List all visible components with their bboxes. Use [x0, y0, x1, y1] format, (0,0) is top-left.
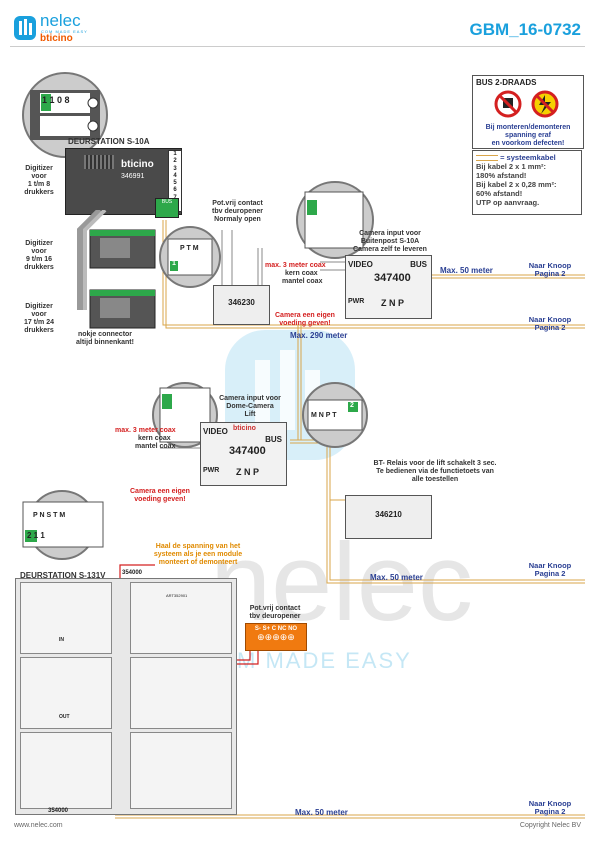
- doc-code: GBM_16-0732: [469, 20, 581, 39]
- cable-info-box: = systeemkabel Bij kabel 2 x 1 mm²: 180%…: [472, 150, 582, 215]
- potvrij-2-block: S- S+ C NC NO ⊕⊕⊕⊕⊕: [245, 623, 307, 651]
- cable-legend: = systeemkabel: [476, 153, 578, 162]
- s10a-brand: bticino: [121, 159, 154, 170]
- zoom-circle-camera-1: [296, 181, 374, 259]
- zoom-circle-relay-2: [302, 382, 368, 448]
- relay-346210: 346210: [345, 495, 432, 539]
- module-347400-a: VIDEO BUS 347400 PWR Z N P: [345, 255, 432, 319]
- s10a-article: 346991: [121, 173, 145, 180]
- no-plug-icon: [494, 90, 559, 118]
- relay-346230: 346230: [213, 285, 270, 325]
- cable-line-5: UTP op aanvraag.: [476, 198, 540, 207]
- warning-title: BUS 2-DRAADS: [476, 78, 537, 87]
- warning-box: BUS 2-DRAADS Bij monteren/demonteren spa…: [472, 75, 584, 149]
- nelec-logo-icon: [14, 16, 36, 40]
- cable-line-3: Bij kabel 2 x 0,28 mm²:: [476, 180, 557, 189]
- relay-2-description: BT- Relais voor de lift schakelt 3 sec.T…: [373, 460, 497, 483]
- s10a-grille: [84, 155, 114, 169]
- coax-2-mantel: mantel coax: [135, 443, 176, 450]
- warning-line-2: spanning eraf: [505, 132, 551, 139]
- zoom-circle-s131v: [22, 490, 104, 560]
- cable-line-1: Bij kabel 2 x 1 mm²:: [476, 162, 547, 171]
- coax-1-max: max. 3 meter coax: [265, 262, 326, 269]
- relay-zoom-num: 1: [172, 260, 176, 267]
- zoom-1-numbers: 1 1 0 8: [42, 95, 70, 105]
- relay-zoom-labels: P T M: [180, 245, 199, 252]
- module-347400-b: VIDEO bticino BUS 347400 PWR Z N P: [200, 422, 287, 486]
- relay-2-zoom-num: 2: [350, 402, 354, 409]
- coax-1-kern: kern coax: [285, 270, 318, 277]
- meter-4: Max. 50 meter: [295, 808, 348, 817]
- s131v-module-code-bottom: 354000: [48, 808, 69, 814]
- warning-line-3: en voorkom defecten!: [491, 140, 565, 147]
- relay-2-zoom-labels: M N P T: [311, 412, 337, 419]
- s131v-module-3: OUT: [20, 657, 112, 729]
- zoom-circle-relay: [159, 226, 221, 288]
- coax-1-mantel: mantel coax: [282, 278, 323, 285]
- footer-website[interactable]: www.nelec.com: [14, 822, 63, 829]
- s131v-module-4: [130, 657, 232, 729]
- cable-line-2: 180% afstand!: [476, 171, 527, 180]
- nelec-logo: [14, 12, 104, 48]
- s131v-module-1: IN: [20, 582, 112, 654]
- digitizer-modules: [77, 210, 156, 329]
- s131v-module-6: [130, 732, 232, 809]
- coax-2-max: max. 3 meter coax: [115, 427, 176, 434]
- header-divider: [10, 46, 585, 47]
- coax-2-kern: kern coax: [138, 435, 171, 442]
- brand-tagline: COM MADE EASY: [41, 29, 88, 34]
- s10a-bus-block: BUS: [155, 198, 179, 218]
- s131v-zoom-labels: P N S T M: [33, 512, 66, 519]
- s131v-module-2: ART352901: [130, 582, 232, 654]
- meter-3: Max. 50 meter: [370, 573, 423, 582]
- brand-bottom: bticino: [40, 33, 73, 44]
- meter-2: Max. 290 meter: [290, 331, 348, 340]
- s131v-zoom-nums: 2 1 1: [27, 531, 45, 540]
- warning-line-1: Bij monteren/demonteren: [485, 124, 571, 131]
- footer-copyright: Copyright Nelec BV: [519, 822, 581, 829]
- s131v-module-code-top: 354000: [122, 570, 143, 576]
- cable-line-4: 60% afstand!: [476, 189, 523, 198]
- s131v-module-5: [20, 732, 112, 809]
- s131v-title: DEURSTATION S-131V: [20, 571, 106, 580]
- meter-1: Max. 50 meter: [440, 266, 493, 275]
- zoom-circle-1: [22, 72, 108, 158]
- brand-top: nelec: [40, 11, 81, 30]
- s10a-title: DEURSTATION S-10A: [68, 137, 150, 146]
